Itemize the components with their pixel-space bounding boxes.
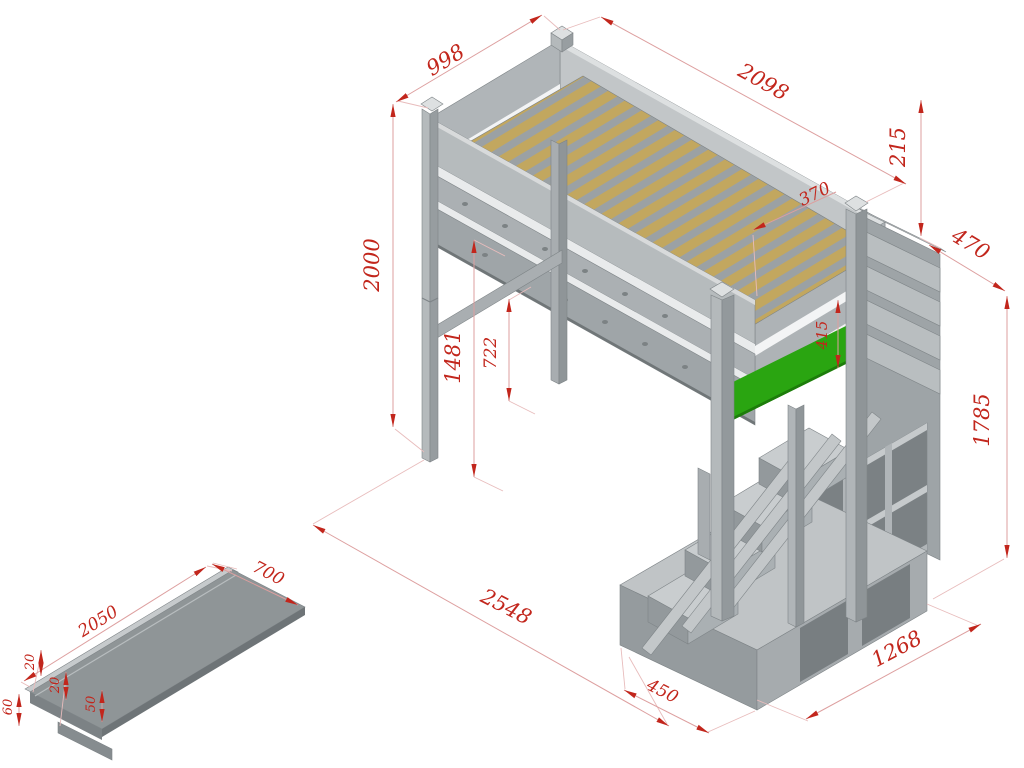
desk-front-rail <box>57 721 113 761</box>
near-gap-2 <box>430 197 755 387</box>
dim-beam-height: 722 <box>481 337 501 369</box>
dim-step-box-depth: 450 <box>642 675 681 708</box>
desk-panel-drawing <box>24 566 306 761</box>
dim-bed-length: 2098 <box>733 58 792 105</box>
dim-stair-module-depth: 470 <box>946 223 994 265</box>
baluster-post-side <box>795 404 805 628</box>
post-head-far <box>550 25 574 53</box>
desk-left-end <box>30 692 102 740</box>
post-foot-near <box>709 281 735 622</box>
dim-desk-top-thickness: 20 <box>23 654 38 672</box>
dim-rail-top-height: 215 <box>886 127 910 168</box>
near-board-1-top <box>430 118 755 305</box>
baluster-post <box>787 404 797 628</box>
green-panel-edge <box>733 353 862 420</box>
rear-leg-side <box>558 139 568 385</box>
dimension-lines <box>16 14 1010 734</box>
dim-overall-height: 2000 <box>360 238 384 292</box>
dim-overall-depth: 2548 <box>476 583 535 629</box>
green-panel <box>733 318 862 420</box>
dim-desk-panel-thickness: 20 <box>48 677 63 695</box>
dim-stair-module-height: 1785 <box>970 393 994 446</box>
extension-lines <box>20 15 1005 733</box>
dimension-labels: 998 2098 215 370 470 2000 1481 722 415 1… <box>1 39 994 715</box>
dim-desk-rail-height: 50 <box>84 696 99 713</box>
dim-bed-width: 998 <box>422 39 469 80</box>
dimension-annotations: 998 2098 215 370 470 2000 1481 722 415 1… <box>1 14 1010 734</box>
near-gap-1 <box>430 162 755 354</box>
underbed-structure <box>431 139 568 385</box>
dim-panel-height: 415 <box>813 321 831 351</box>
post-foot-far <box>844 195 869 623</box>
dim-underbed-clearance: 1481 <box>441 330 465 383</box>
side-wall-boards <box>857 227 941 395</box>
dim-desk-edge-thickness: 60 <box>1 699 16 716</box>
baluster-small <box>697 467 711 561</box>
desk-top-face <box>29 569 306 730</box>
